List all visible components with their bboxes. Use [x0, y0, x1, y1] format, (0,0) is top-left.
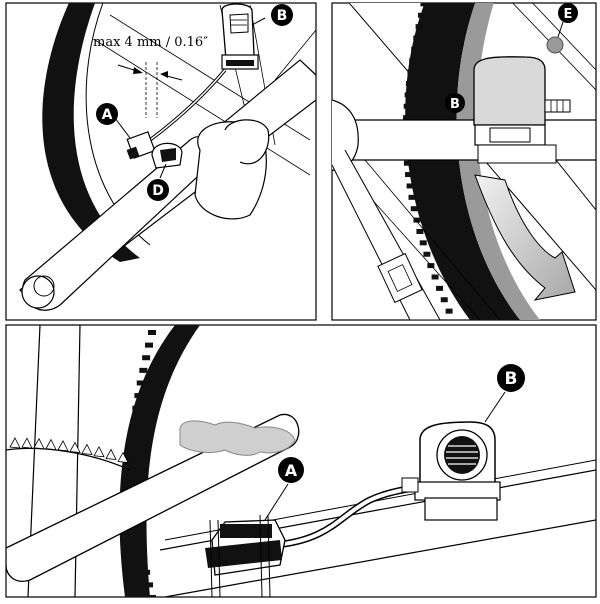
callout-b-top-left: B — [271, 4, 293, 26]
chainring — [6, 437, 131, 471]
gap-indicator — [117, 62, 183, 118]
speed-sensor-top — [221, 3, 259, 70]
magnet — [126, 131, 156, 160]
cadence-sensor — [205, 514, 286, 597]
cable-clip — [377, 252, 423, 304]
callout-e-top-right: E — [558, 3, 578, 23]
measurement-label: max 4 mm / 0.16″ — [93, 35, 208, 50]
rotation-arrow — [474, 174, 576, 301]
svg-text:A: A — [285, 461, 298, 480]
crank-arm-bottom — [6, 413, 300, 582]
rear-tire — [119, 325, 200, 597]
svg-text:B: B — [450, 97, 460, 112]
panel-top-left: max 4 mm / 0.16″ A B D — [5, 2, 317, 321]
panel-top-right: B E — [331, 2, 597, 321]
svg-text:A: A — [102, 107, 113, 123]
callout-a-top-left: A — [96, 103, 118, 125]
speed-sensor-bottom — [401, 421, 501, 521]
callout-d-top-left: D — [147, 179, 169, 201]
tire-tread — [405, 3, 520, 320]
speed-sensor — [473, 56, 571, 164]
svg-text:B: B — [505, 369, 518, 389]
callout-b-top-right: B — [445, 93, 465, 113]
magnet-cutaway — [179, 420, 296, 456]
callout-b-bottom: B — [497, 364, 525, 392]
svg-text:E: E — [564, 7, 573, 22]
svg-text:B: B — [277, 8, 288, 24]
tire — [42, 3, 140, 262]
crank-sensor — [151, 142, 183, 169]
panel-bottom: A B — [5, 324, 597, 598]
svg-text:D: D — [152, 183, 164, 199]
spoke-magnet — [546, 36, 564, 54]
callout-a-bottom: A — [278, 457, 304, 483]
crank-end — [21, 275, 55, 309]
